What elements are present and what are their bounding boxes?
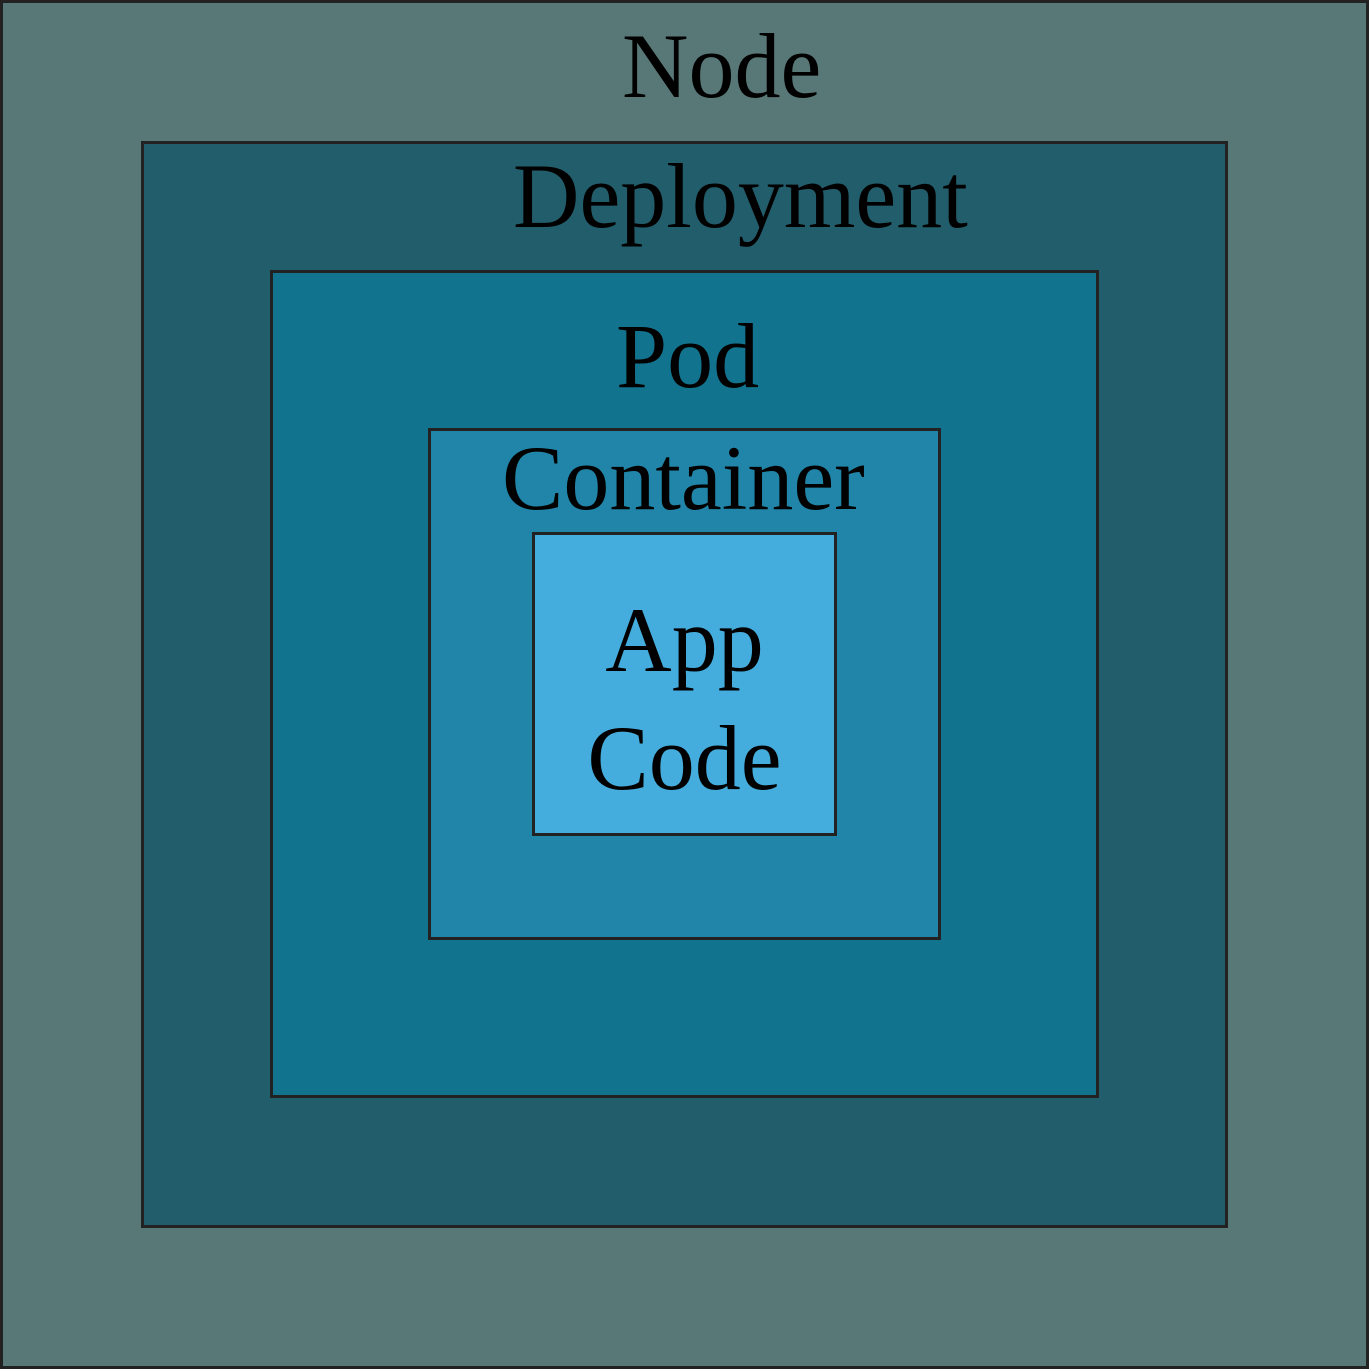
pod-label: Pod bbox=[616, 305, 760, 407]
app-code-label-line2: Code bbox=[587, 706, 782, 809]
container-label: Container bbox=[502, 427, 865, 529]
app-code-label-line1: App bbox=[605, 589, 764, 691]
deployment-label: Deployment bbox=[513, 145, 968, 247]
app-code-box bbox=[532, 532, 837, 836]
app-code-label: App Code bbox=[532, 582, 837, 818]
node-label: Node bbox=[622, 15, 822, 117]
